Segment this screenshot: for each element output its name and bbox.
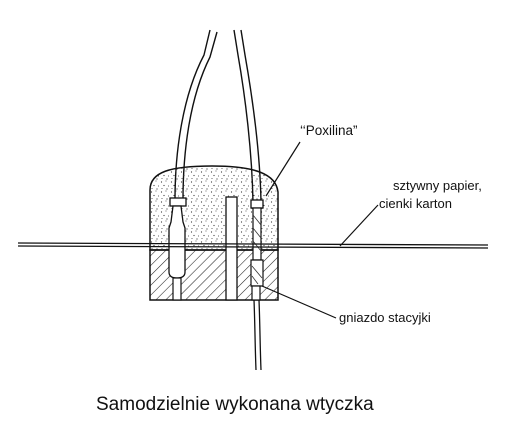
poxilina-label: ‘‘Poxilina” bbox=[300, 123, 358, 138]
socket-leader bbox=[261, 285, 337, 319]
paper-leader bbox=[339, 204, 379, 247]
lower-wire bbox=[253, 299, 262, 371]
center-slot bbox=[225, 196, 238, 301]
paper-label-line2: cienki karton bbox=[379, 196, 452, 211]
paper-sheet bbox=[17, 242, 489, 249]
socket-label: gniazdo stacyjki bbox=[339, 310, 431, 325]
poxilina-leader bbox=[265, 141, 301, 197]
paper-label-line1: sztywny papier, bbox=[393, 178, 482, 193]
diagram-caption: Samodzielnie wykonana wtyczka bbox=[96, 394, 374, 415]
left-pin bbox=[168, 197, 187, 301]
right-pin bbox=[250, 199, 264, 301]
